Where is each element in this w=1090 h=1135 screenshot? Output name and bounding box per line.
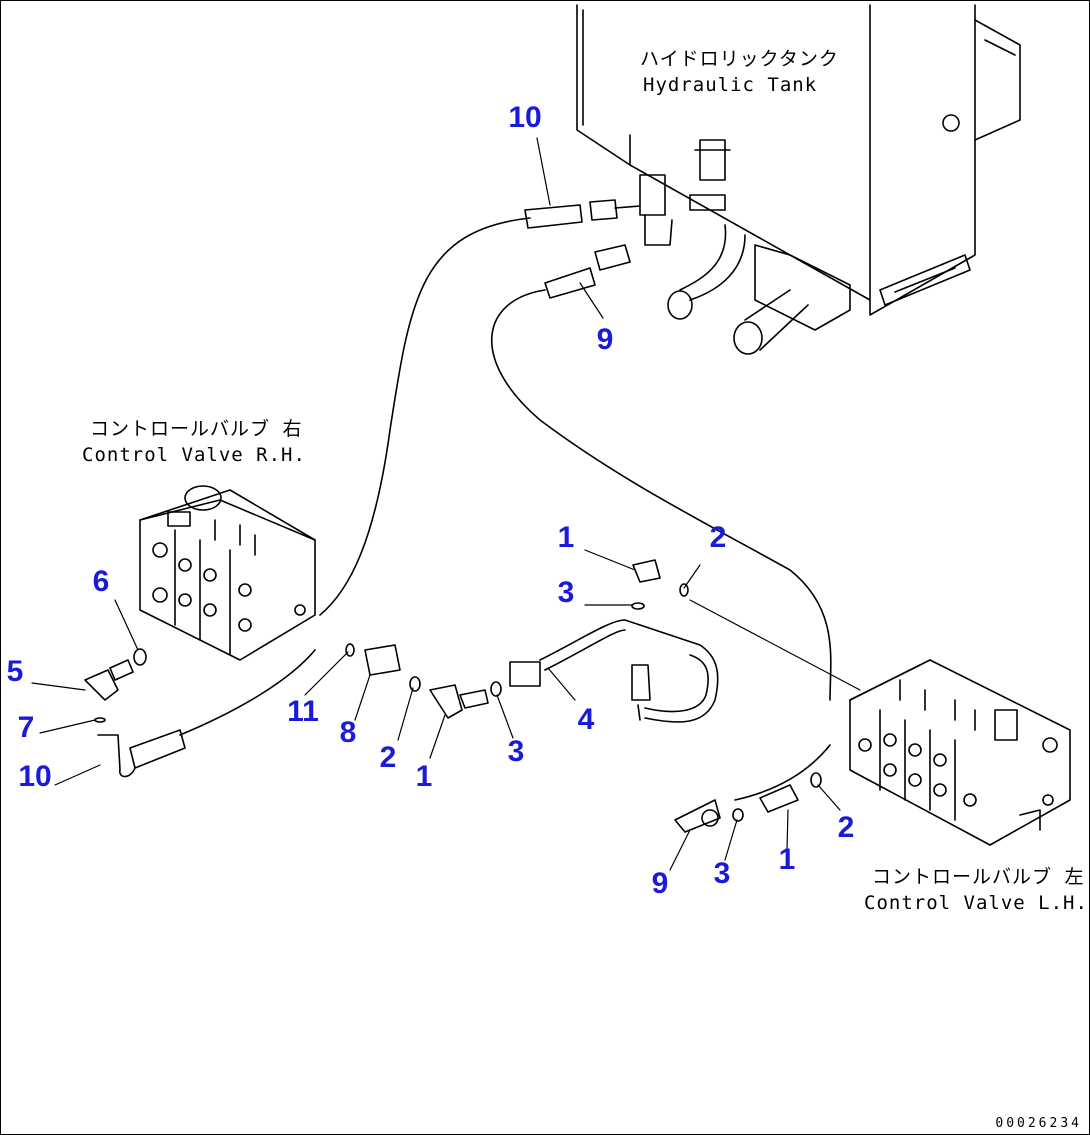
- callout-8-adapter: 8: [339, 716, 357, 749]
- callout-10-tank-hose: 10: [508, 101, 542, 134]
- callout-6-oring: 6: [92, 565, 110, 598]
- control-valve-lh: [849, 659, 1071, 846]
- tank-label-japanese: ハイドロリックタンク: [640, 48, 839, 70]
- callout-9-lower-hose: 9: [651, 867, 669, 900]
- callout-7-oring: 7: [17, 711, 35, 744]
- drawing-number: 00026234: [995, 1116, 1082, 1131]
- callout-4-pipe: 4: [577, 703, 595, 736]
- valve-rh-label-japanese: コントロールバルブ 右: [90, 418, 303, 440]
- callout-5-elbow: 5: [6, 655, 24, 688]
- valve-rh-label-english: Control Valve R.H.: [82, 444, 306, 466]
- callout-2-oring-lower: 2: [837, 811, 855, 844]
- valve-lh-label-japanese: コントロールバルブ 左: [872, 866, 1085, 888]
- callout-1-elbow-top: 1: [557, 521, 575, 554]
- hose-9-upper: [490, 244, 832, 701]
- callout-2-oring-middle: 2: [379, 741, 397, 774]
- callout-1-elbow-lower: 1: [778, 843, 796, 876]
- callout-10-lower-hose: 10: [18, 760, 52, 793]
- callout-9-tank-hose: 9: [596, 323, 614, 356]
- callout-3-oring-middle: 3: [507, 735, 525, 768]
- callout-3-oring-top: 3: [557, 576, 575, 609]
- callout-1-elbow-middle: 1: [415, 760, 433, 793]
- pipe-4: [509, 619, 719, 723]
- callout-2-oring-top: 2: [709, 521, 727, 554]
- hydraulic-tank: [576, 4, 1021, 355]
- callout-11-oring: 11: [287, 695, 319, 728]
- fittings: [84, 559, 822, 822]
- callout-3-oring-lower: 3: [713, 857, 731, 890]
- hose-10-lower: [97, 649, 316, 778]
- control-valve-rh: [139, 485, 316, 661]
- leader-lines: [31, 137, 861, 871]
- hose-9-lower: [674, 744, 831, 833]
- tank-label-english: Hydraulic Tank: [643, 74, 818, 96]
- hose-10-upper: [319, 199, 641, 616]
- valve-lh-label-english: Control Valve L.H.: [864, 892, 1088, 914]
